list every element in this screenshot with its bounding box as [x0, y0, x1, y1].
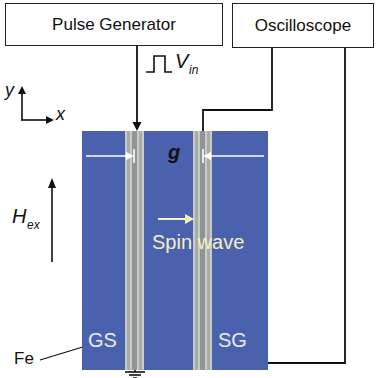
instrument-box: Pulse Generator [5, 3, 223, 46]
instrument-box: Oscilloscope [232, 3, 374, 48]
y-axis [21, 92, 23, 120]
box-label: Pulse Generator [52, 15, 176, 35]
arrowhead [203, 152, 211, 160]
field-arrow [51, 186, 53, 262]
field-label: H [12, 205, 26, 228]
spin-wave-label: Spin wave [152, 231, 244, 254]
ground-symbol [125, 371, 145, 373]
waveguide-stripe [139, 131, 142, 370]
gap-label: g [168, 141, 180, 164]
ground-symbol [129, 374, 141, 376]
x-axis [21, 119, 48, 121]
fe-sample: gSpin waveGS SG [82, 131, 268, 370]
dimension-line [86, 155, 128, 157]
ground-symbol [133, 377, 137, 378]
wire [203, 48, 272, 131]
waveguide-label: SG [218, 329, 247, 352]
material-label: Fe [14, 349, 34, 369]
arrowhead [46, 116, 54, 124]
propagation-arrow [158, 218, 186, 220]
dimension-line [209, 155, 264, 157]
box-label: Oscilloscope [255, 16, 351, 36]
waveguide-label: GS [88, 329, 117, 352]
signal-wire [133, 46, 142, 131]
signal-wire [268, 48, 345, 363]
signal-label: V [175, 50, 188, 73]
waveguide-stripe [132, 131, 137, 370]
arrowhead [48, 178, 56, 188]
signal-wire [203, 48, 272, 131]
arrowhead [126, 152, 134, 160]
arrowhead [133, 122, 142, 131]
waveguide-stripe [125, 131, 144, 370]
waveguide-stripe [127, 131, 130, 370]
arrowhead [18, 86, 26, 94]
arrowhead [185, 214, 194, 224]
leader-line [40, 346, 86, 360]
field-subscript: ex [27, 218, 40, 232]
pulse-symbol [146, 56, 172, 72]
wire [268, 48, 345, 363]
axis-label: y [5, 80, 14, 101]
signal-subscript: in [189, 63, 198, 77]
axis-label: x [56, 104, 65, 125]
wire [136, 46, 138, 124]
